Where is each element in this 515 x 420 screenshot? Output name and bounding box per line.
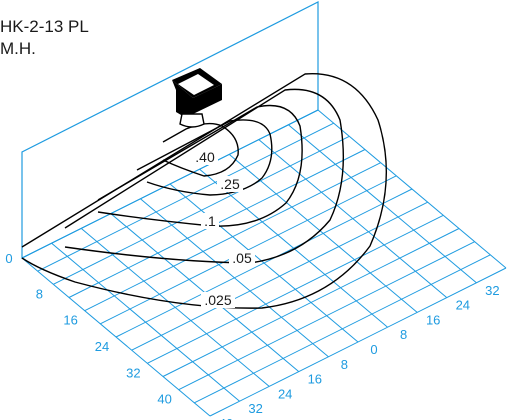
grid-line-perpendicular — [199, 168, 388, 328]
isoline-025 — [136, 119, 273, 196]
grid-line-perpendicular — [169, 183, 359, 343]
y-axis-label: 32 — [248, 401, 262, 416]
origin-label: 0 — [5, 251, 12, 266]
isoline-label-0025: .025 — [204, 292, 231, 308]
isoline-005 — [64, 88, 345, 264]
y-axis-label: 16 — [426, 312, 440, 327]
x-axis-labels: 8 16 24 32 40 48 — [36, 286, 204, 420]
isoline-label-01: .1 — [204, 213, 216, 229]
title-line-2: M.H. — [0, 39, 36, 58]
x-axis-label: 16 — [63, 313, 77, 328]
isoline-0025 — [21, 73, 388, 309]
grid-line-perpendicular — [21, 257, 211, 417]
isoline-label-005: .05 — [232, 250, 252, 266]
y-axis-label: 8 — [400, 327, 407, 342]
floor-grid — [21, 109, 507, 417]
y-axis-labels: 4032241680816243240 — [219, 268, 515, 420]
grid-line-perpendicular — [317, 109, 507, 269]
y-axis-label: 40 — [219, 416, 233, 420]
isoline-labels: .40 .25 .1 .05 .025 — [192, 149, 255, 308]
grid-line-perpendicular — [288, 124, 477, 284]
wall-luminaire-icon — [172, 68, 222, 128]
y-axis-label: 24 — [456, 298, 470, 313]
x-axis-label: 32 — [126, 365, 140, 380]
x-axis-label: 40 — [157, 392, 171, 407]
y-axis-label: 8 — [341, 357, 348, 372]
y-axis-label: 24 — [278, 386, 292, 401]
isoline-label-040: .40 — [195, 149, 215, 165]
grid-line-perpendicular — [258, 139, 448, 298]
isoline-label-025: .25 — [220, 176, 240, 192]
x-axis-label: 48 — [189, 418, 203, 420]
isoline-01 — [97, 104, 303, 227]
y-axis-label: 0 — [370, 342, 377, 357]
isolines — [21, 73, 388, 309]
grid-line-perpendicular — [51, 242, 240, 402]
x-axis-label: 8 — [36, 286, 43, 301]
isoline-040 — [162, 122, 239, 177]
y-axis-label: 32 — [485, 283, 499, 298]
y-axis-label: 16 — [308, 372, 322, 387]
x-axis-label: 24 — [95, 339, 109, 354]
grid-line-perpendicular — [80, 228, 270, 387]
grid-line-perpendicular — [140, 198, 329, 358]
grid-line-perpendicular — [228, 154, 418, 313]
title-line-1: HK-2-13 PL — [0, 17, 89, 36]
